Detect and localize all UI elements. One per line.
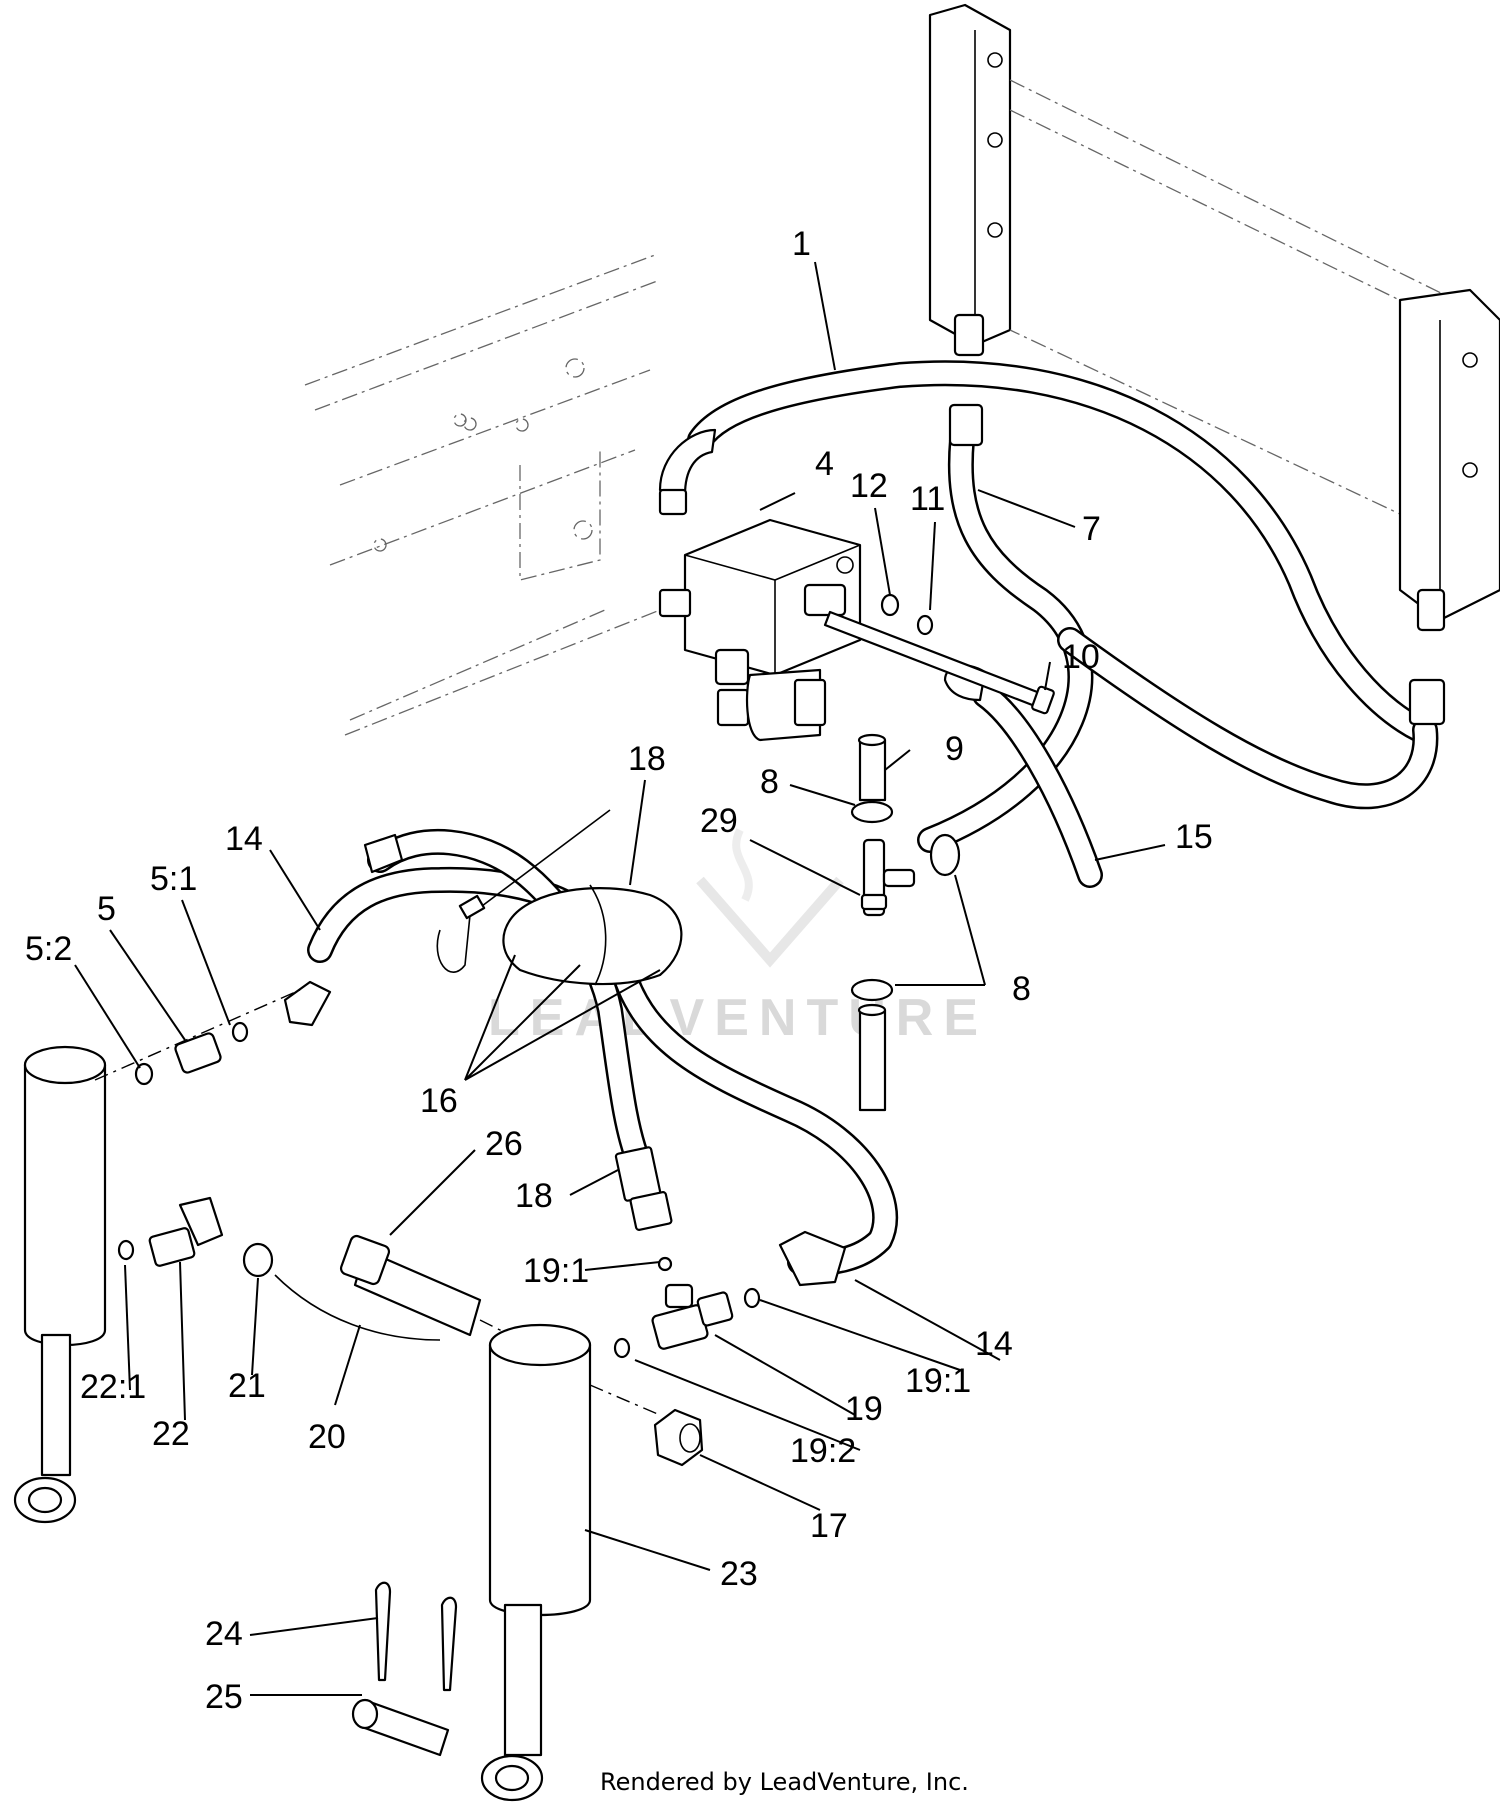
callout-22: 22 [152, 1415, 190, 1453]
hose-1 [658, 360, 1433, 743]
watermark-logo [696, 828, 844, 968]
fitting-5 [174, 1032, 222, 1074]
callout-5-2: 5:2 [25, 930, 72, 968]
footer-credit: Rendered by LeadVenture, Inc. [600, 1768, 969, 1796]
callout-8a: 8 [760, 763, 779, 801]
valve-block-4 [658, 488, 862, 742]
callout-8b: 8 [1012, 970, 1031, 1008]
o-ring-19-1b [743, 1287, 761, 1309]
clamp-8a [850, 800, 894, 824]
tee-fitting-29 [860, 838, 916, 917]
callout-19-2: 19:2 [790, 1432, 856, 1470]
clamp-8b [850, 978, 894, 1002]
callout-4: 4 [815, 445, 834, 483]
callout-5: 5 [97, 890, 116, 928]
cylinder-23 [480, 1323, 661, 1802]
pin-26 [339, 1234, 511, 1337]
callout-5-1: 5:1 [150, 860, 197, 898]
callout-19: 19 [845, 1390, 883, 1428]
cable-ties [436, 809, 611, 973]
callout-18b: 18 [515, 1177, 553, 1215]
o-ring-22-1 [117, 1239, 135, 1261]
callout-21: 21 [228, 1367, 266, 1405]
callout-7: 7 [1082, 510, 1101, 548]
leader-lines [74, 261, 1166, 1696]
callout-14b: 14 [975, 1325, 1013, 1363]
callout-12: 12 [850, 467, 888, 505]
cylinder-left [13, 989, 301, 1524]
o-ring-19-2 [613, 1337, 631, 1359]
callout-18a: 18 [628, 740, 666, 778]
o-ring-5-1 [231, 1021, 249, 1043]
callout-9: 9 [945, 730, 964, 768]
callout-20: 20 [308, 1418, 346, 1456]
nut-17 [653, 1408, 704, 1467]
elbow-fitting-22 [148, 1196, 224, 1267]
cotter-pins-24 [374, 1581, 458, 1692]
tee-fitting-19 [651, 1283, 734, 1350]
watermark-text: LEADVENTURE [488, 989, 988, 1047]
oil-cooler [928, 3, 1500, 632]
hose-20 [274, 1274, 441, 1341]
o-ring-5-2 [134, 1062, 154, 1086]
hose-9 [857, 733, 887, 1112]
clamp-8c [929, 833, 961, 877]
callout-26: 26 [485, 1125, 523, 1163]
washer-11 [916, 614, 934, 636]
bolt-10 [823, 610, 1055, 715]
callout-15: 15 [1175, 818, 1213, 856]
callout-22-1: 22:1 [80, 1368, 146, 1406]
callout-10: 10 [1062, 638, 1100, 676]
callout-19-1b: 19:1 [905, 1362, 971, 1400]
callout-17: 17 [810, 1507, 848, 1545]
callout-23: 23 [720, 1555, 758, 1593]
callout-25: 25 [205, 1678, 243, 1716]
callout-16: 16 [420, 1082, 458, 1120]
bleeder-21 [242, 1242, 274, 1278]
callout-24: 24 [205, 1615, 243, 1653]
hose-14 [283, 866, 898, 1287]
washer-12 [880, 593, 900, 617]
clevis-pin-25 [351, 1698, 450, 1757]
hose-sleeve [502, 884, 683, 986]
hose-7 [917, 403, 1446, 853]
frame-rail [304, 254, 661, 736]
callout-14a: 14 [225, 820, 263, 858]
callout-11: 11 [910, 480, 945, 518]
callout-1: 1 [792, 225, 811, 263]
callout-29: 29 [700, 802, 738, 840]
o-ring-19-1a [657, 1256, 673, 1272]
callout-19-1a: 19:1 [523, 1252, 589, 1290]
